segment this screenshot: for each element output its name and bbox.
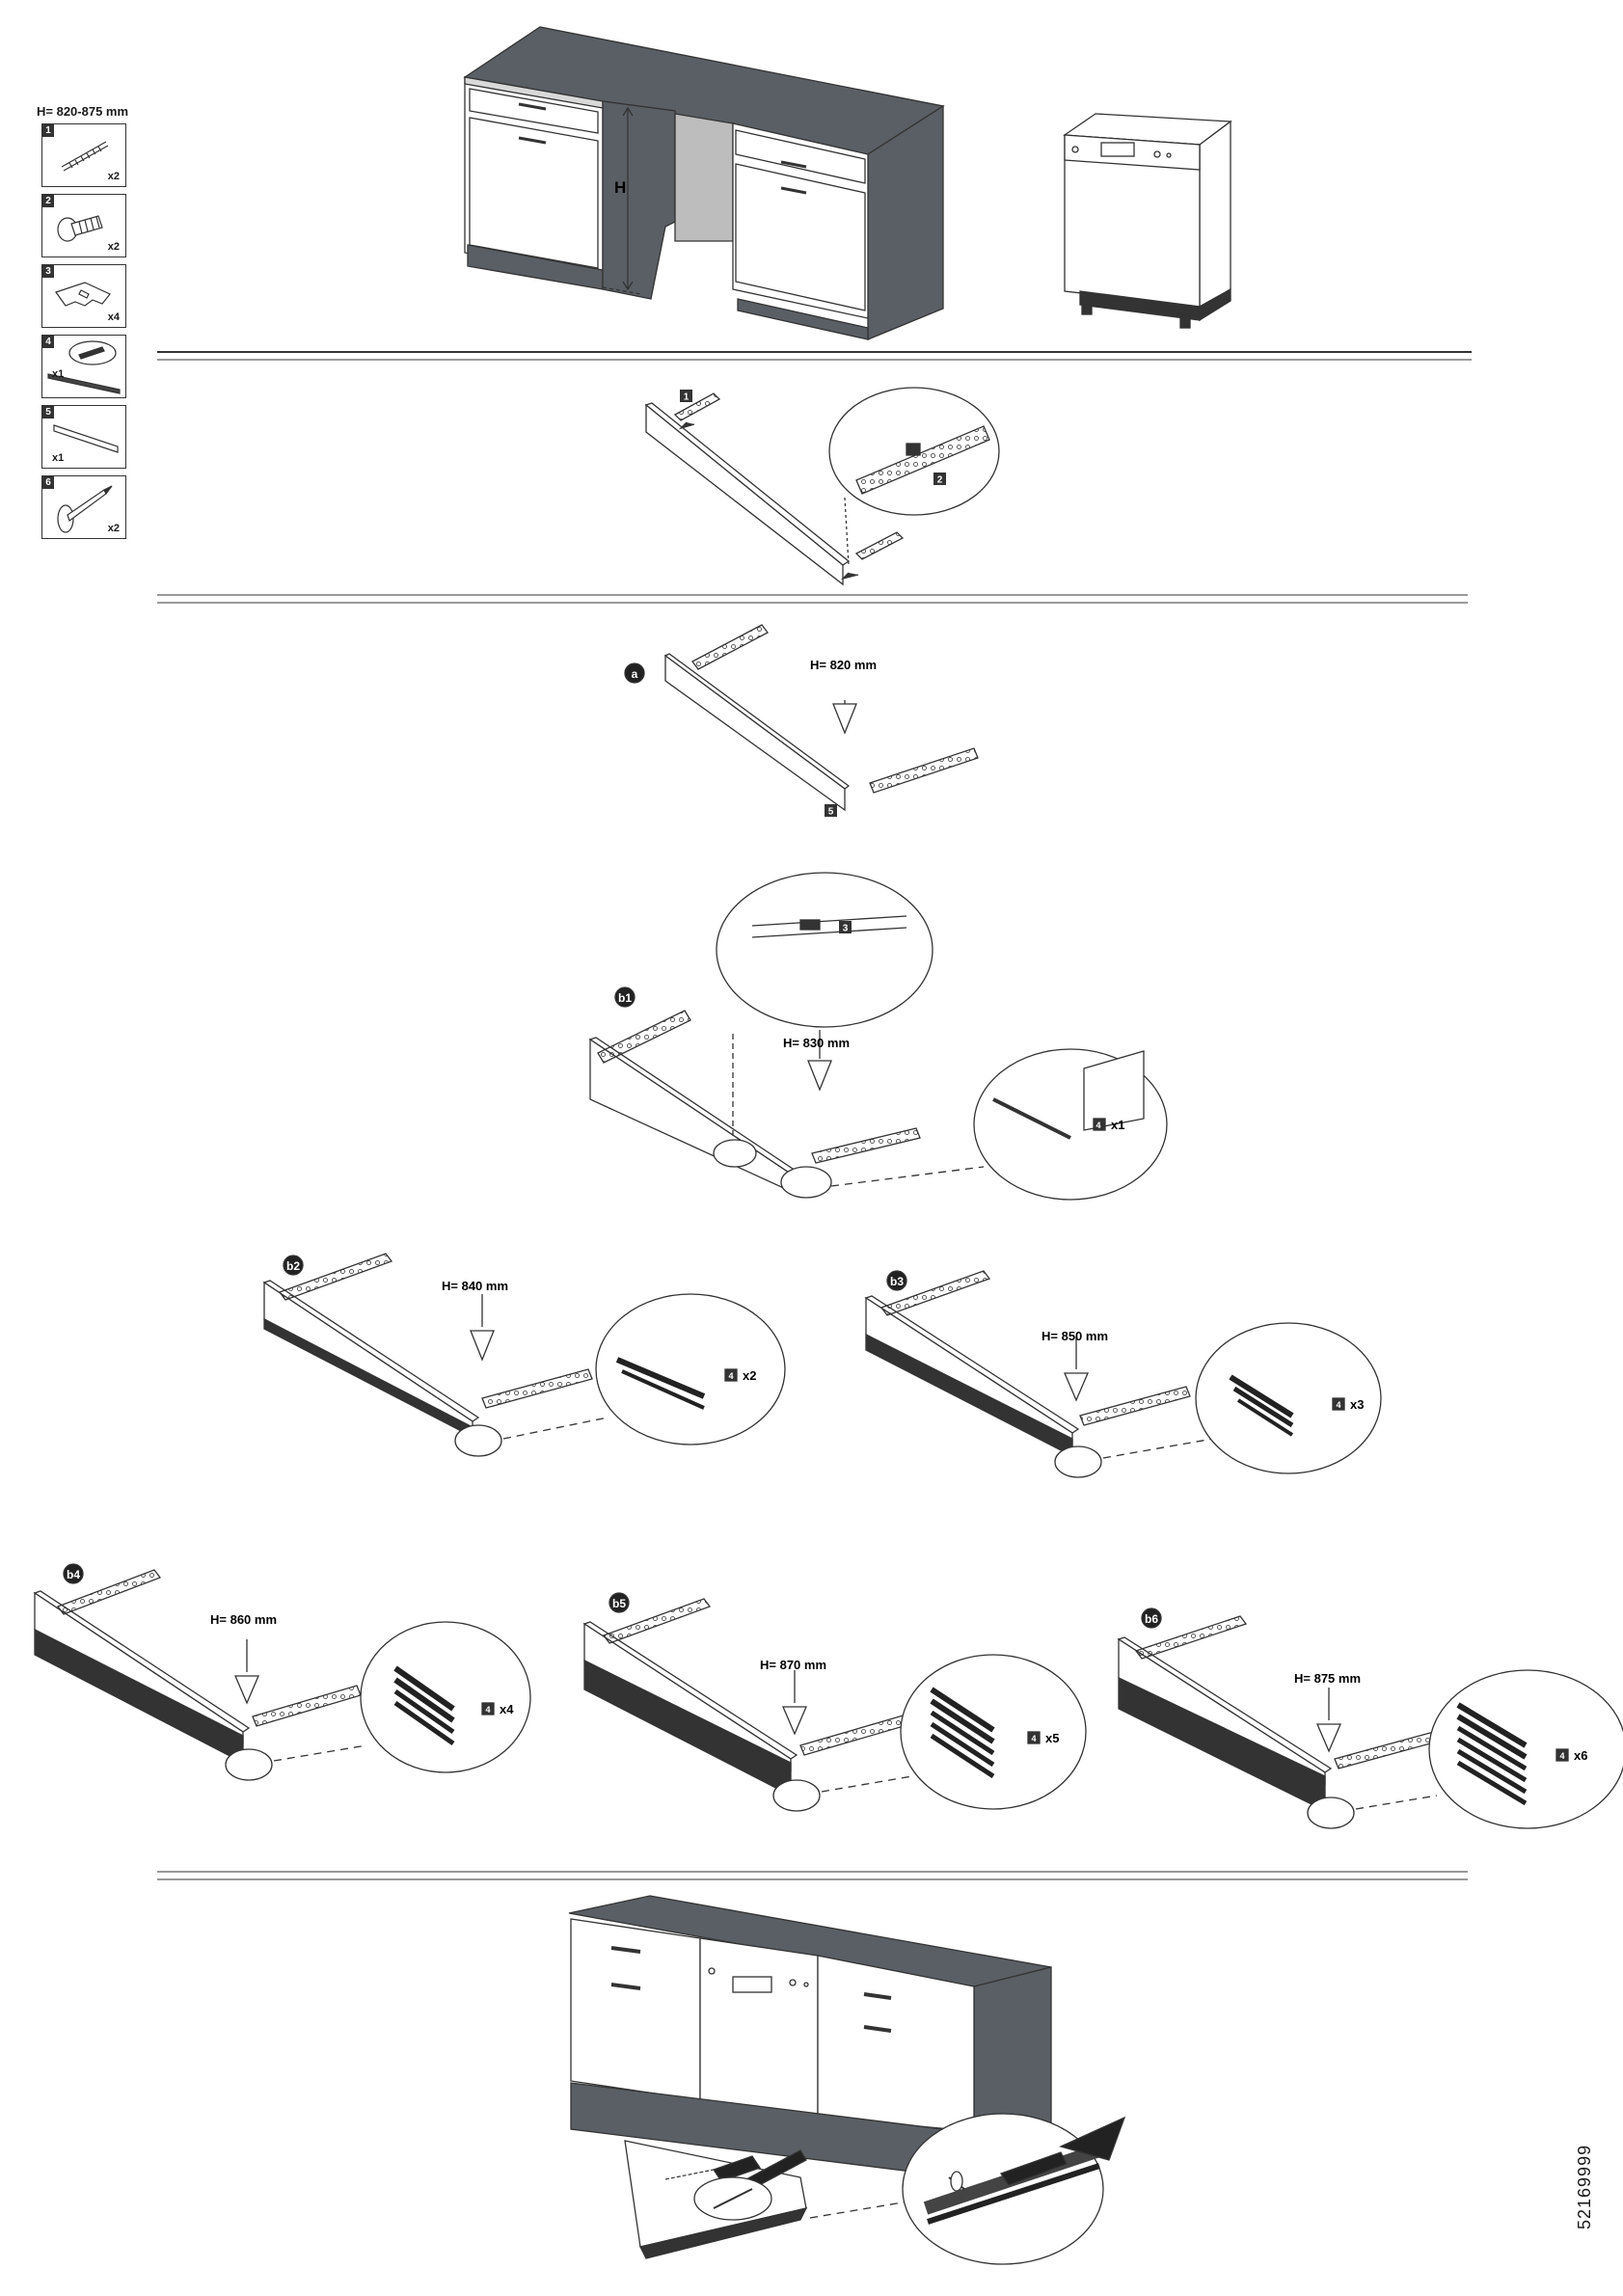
variant-a-height: H= 820 mm: [810, 658, 877, 672]
variant-b2-drawing: [264, 1254, 785, 1456]
variant-b5-badge: b5: [612, 1597, 626, 1610]
variant-b1-drawing: [590, 873, 1167, 1200]
variant-a-badge: a: [632, 667, 638, 681]
installed-dishwasher-drawing: [569, 1896, 1124, 2264]
variant-b3-spacer-count: x3: [1350, 1397, 1364, 1412]
section-dividers: [157, 352, 1472, 1879]
variant-b4-drawing: [35, 1564, 530, 1780]
spacer-part-b1: 4: [1096, 1121, 1100, 1130]
document-number: 52169999: [1575, 2145, 1595, 2229]
spacer-part-b4: 4: [485, 1705, 490, 1715]
callout-part-2-label: 2: [937, 475, 943, 486]
variant-b2-spacer-count: x2: [743, 1368, 756, 1383]
callout-part-5-label: 5: [828, 807, 834, 818]
spacer-part-b2: 4: [728, 1371, 733, 1381]
variant-b2-badge: b2: [286, 1259, 300, 1273]
variant-b3-badge: b3: [890, 1275, 904, 1288]
dishwasher-drawing: [1065, 114, 1231, 328]
plinth-assembly-step: [646, 388, 999, 584]
variant-a-drawing: [625, 625, 978, 810]
variant-b5-drawing: [584, 1593, 1086, 1811]
spacer-part-b3: 4: [1336, 1400, 1340, 1410]
variant-b3-drawing: [866, 1271, 1381, 1477]
variant-b6-height: H= 875 mm: [1294, 1671, 1361, 1686]
callout-part-1-label: 1: [684, 392, 690, 403]
callout-part-3-label: 3: [843, 924, 849, 934]
variant-b1-height: H= 830 mm: [783, 1036, 850, 1050]
kitchen-cabinet-drawing: [465, 27, 943, 339]
variant-b4-badge: b4: [67, 1568, 80, 1581]
variant-b6-badge: b6: [1145, 1612, 1158, 1626]
variant-b2-height: H= 840 mm: [442, 1279, 508, 1293]
variant-b1-badge: b1: [618, 991, 632, 1005]
variant-b5-spacer-count: x5: [1045, 1731, 1059, 1745]
variant-b4-spacer-count: x4: [500, 1702, 514, 1716]
spacer-part-b5: 4: [1031, 1734, 1036, 1743]
variant-b5-height: H= 870 mm: [760, 1658, 826, 1672]
spacer-part-b6: 4: [1559, 1751, 1564, 1761]
variant-b6-spacer-count: x6: [1574, 1748, 1587, 1763]
variant-b4-height: H= 860 mm: [210, 1612, 277, 1627]
variant-b6-drawing: [1119, 1608, 1623, 1828]
height-symbol: H: [614, 178, 626, 197]
variant-b3-height: H= 850 mm: [1041, 1329, 1108, 1343]
variant-b1-spacer-count: x1: [1111, 1118, 1124, 1132]
